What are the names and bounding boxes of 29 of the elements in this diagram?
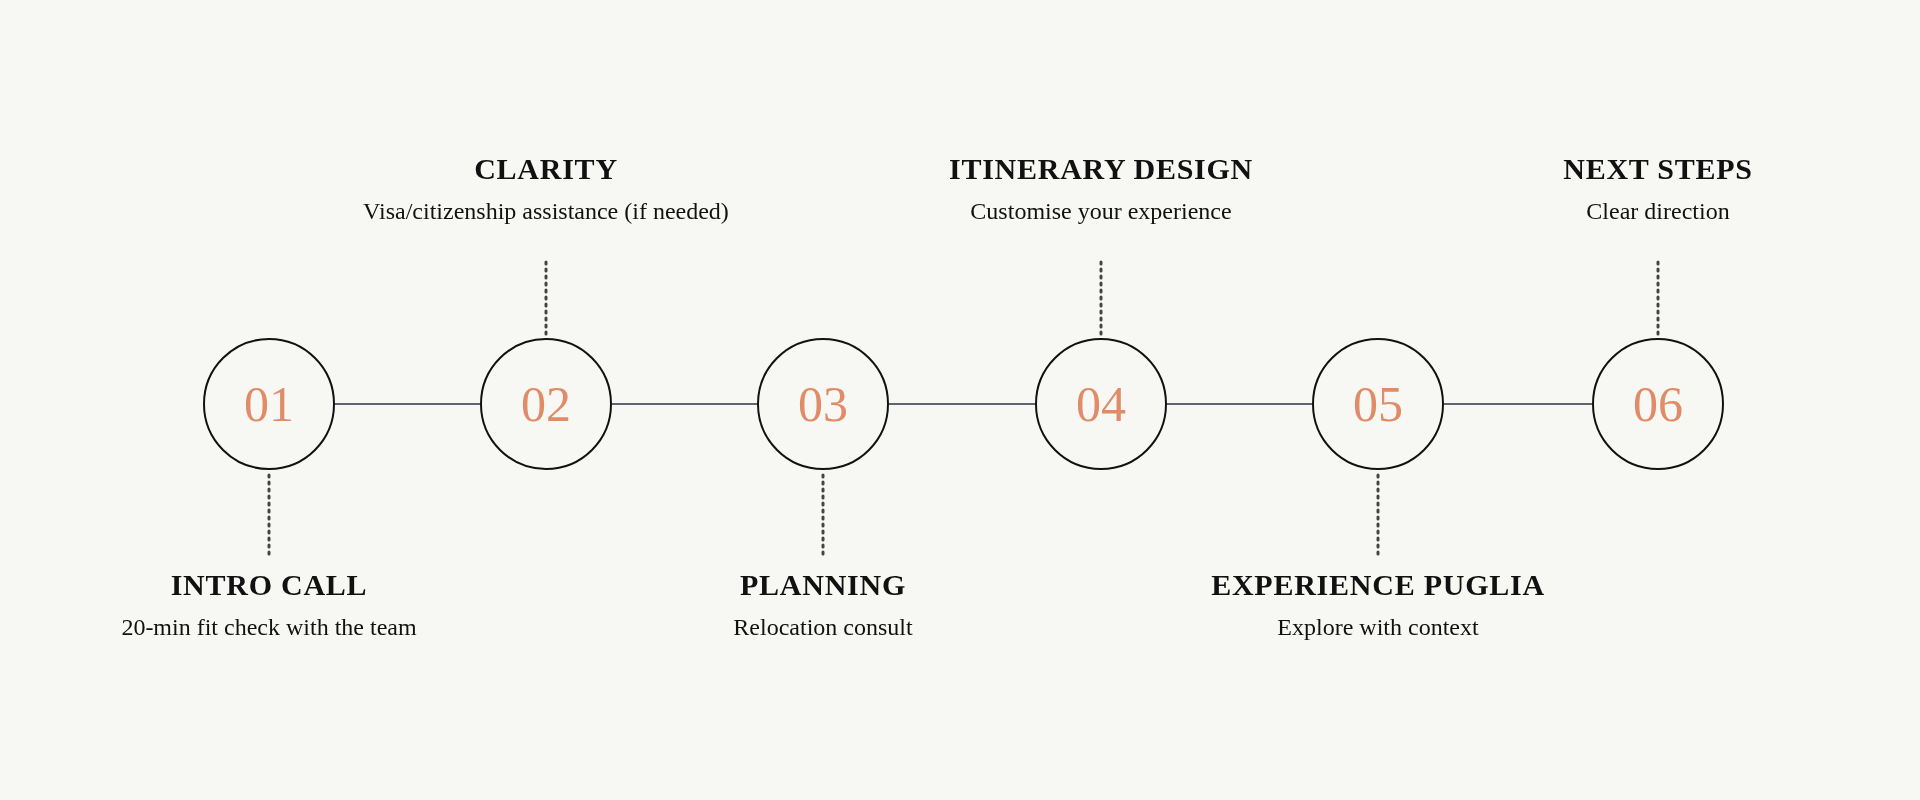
step-number: 02 — [521, 379, 571, 429]
step-description: Explore with context — [1277, 612, 1479, 642]
step-description: Relocation consult — [733, 612, 913, 642]
dotted-leader-line — [821, 472, 825, 556]
step-title: PLANNING — [740, 567, 906, 603]
step-number: 06 — [1633, 379, 1683, 429]
step-description: Clear direction — [1586, 196, 1730, 226]
step-title: CLARITY — [474, 151, 618, 187]
step-description: 20-min fit check with the team — [121, 612, 417, 642]
dotted-leader-line — [1376, 472, 1380, 556]
connector-line — [1443, 403, 1593, 405]
step-description: Visa/citizenship assistance (if needed) — [363, 196, 729, 226]
step-number: 03 — [798, 379, 848, 429]
connector-line — [611, 403, 758, 405]
step-number: 04 — [1076, 379, 1126, 429]
step-description: Customise your experience — [970, 196, 1232, 226]
step-title: NEXT STEPS — [1563, 151, 1753, 187]
step-number: 05 — [1353, 379, 1403, 429]
connector-line — [888, 403, 1036, 405]
dotted-leader-line — [1656, 260, 1660, 336]
step-title: ITINERARY DESIGN — [948, 151, 1254, 187]
dotted-leader-line — [1099, 260, 1103, 336]
connector-line — [1166, 403, 1313, 405]
dotted-leader-line — [267, 472, 271, 556]
step-title: INTRO CALL — [170, 567, 368, 603]
step-title: EXPERIENCE PUGLIA — [1211, 567, 1545, 603]
dotted-leader-line — [544, 260, 548, 336]
connector-line — [334, 403, 481, 405]
step-number: 01 — [244, 379, 294, 429]
